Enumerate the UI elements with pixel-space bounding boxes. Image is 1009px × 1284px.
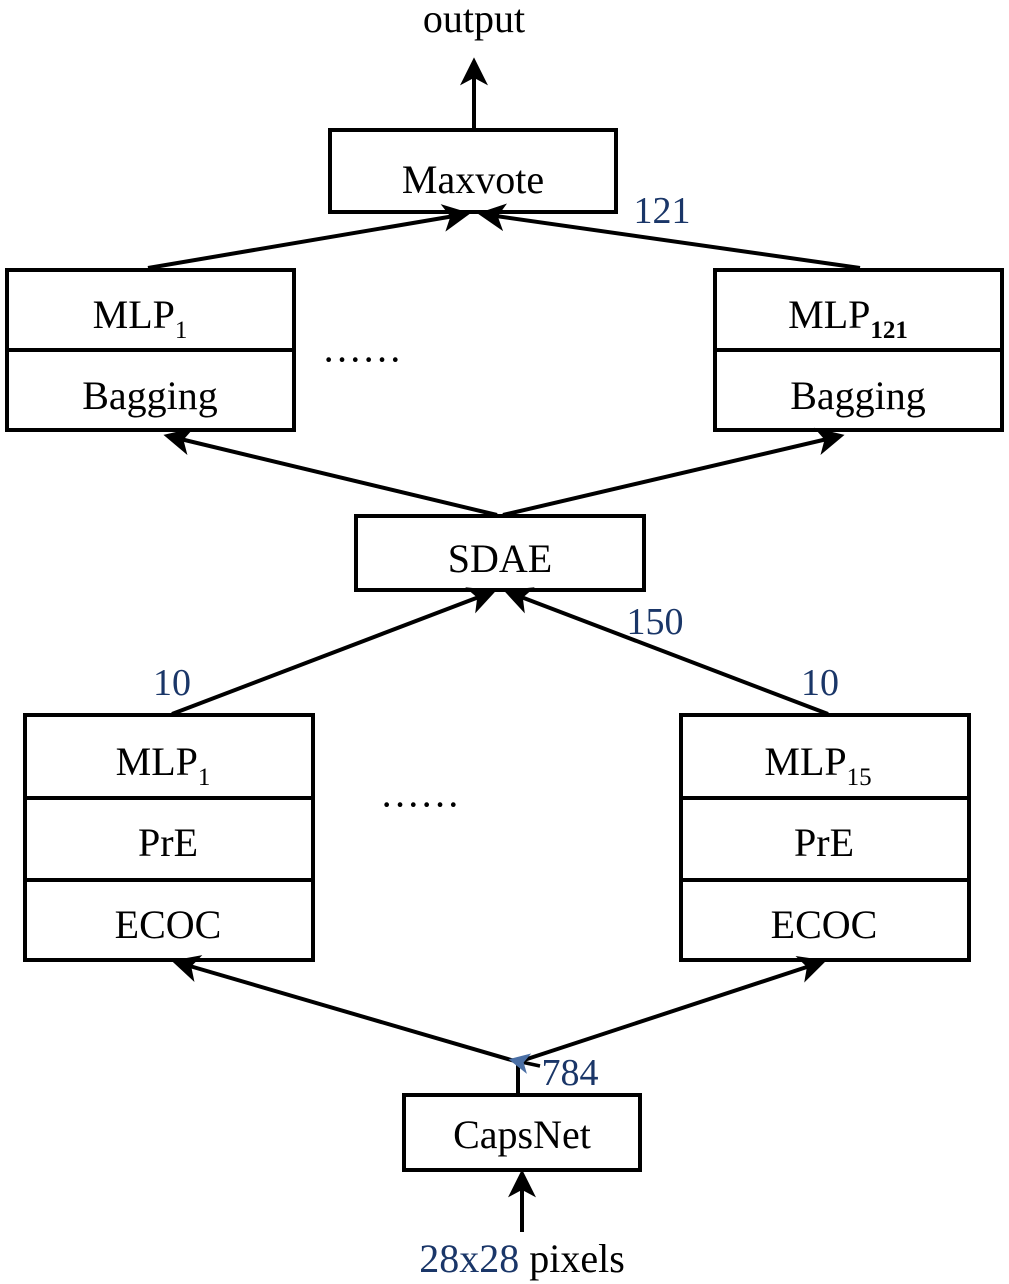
capsnet-label: CapsNet — [453, 1112, 591, 1157]
sdae-label: SDAE — [448, 536, 552, 581]
edge-sdae-to-mlp121bag — [502, 427, 845, 517]
ellipsis-lower: ······ — [380, 782, 460, 827]
mlp15-pre-ecoc-box[interactable]: MLP15 PrE ECOC — [679, 713, 971, 962]
mlp1-pre-row2: PrE — [138, 820, 198, 865]
edge-label-150: 150 — [627, 601, 684, 643]
edge-mlp121bag-to-maxvote — [477, 203, 861, 270]
edge-label-121: 121 — [634, 190, 691, 232]
edge-label-784: 784 — [542, 1052, 599, 1094]
capsnet-box-rect — [402, 1093, 642, 1172]
sdae-box-rect — [354, 514, 646, 592]
edge-capsnet-to-mlp15pre — [517, 955, 827, 1064]
edge-mlp1bag-to-maxvote — [147, 204, 471, 270]
mlp1-pre-row3: ECOC — [115, 902, 222, 947]
mlp-pre-to-sdae-edges — [171, 587, 829, 716]
bagging-to-maxvote-edges — [147, 203, 861, 270]
sdae-to-bagging-edges — [163, 427, 845, 517]
mlp1-pre-ecoc-box[interactable]: MLP1 PrE ECOC — [23, 713, 315, 962]
maxvote-box-rect — [328, 128, 618, 214]
mlp1-pre-title: MLP1 — [116, 739, 211, 791]
mlp1-bagging-box[interactable]: MLP1 Bagging — [5, 268, 296, 432]
edge-capsnet-blue-tick — [508, 1053, 541, 1074]
capsnet-to-mlp-edges — [171, 955, 827, 1094]
edge-label-10-right: 10 — [801, 662, 839, 704]
edge-capsnet-to-mlp1pre — [171, 955, 519, 1064]
output-label: output — [423, 0, 525, 41]
mlp1-bagging-row2: Bagging — [82, 373, 218, 418]
mlp1-bagging-title: MLP1 — [93, 292, 188, 344]
maxvote-box[interactable]: Maxvote — [328, 128, 618, 214]
edge-sdae-to-mlp1bag — [163, 427, 498, 517]
edge-label-10-left: 10 — [153, 662, 191, 704]
ellipsis-upper: ······ — [322, 337, 402, 382]
mlp1-pre-ecoc-box-rect — [23, 713, 315, 962]
mlp121-bagging-row2: Bagging — [790, 373, 926, 418]
sdae-box[interactable]: SDAE — [354, 514, 646, 592]
mlp15-pre-row2: PrE — [794, 820, 854, 865]
edge-mlp15pre-to-sdae — [503, 587, 829, 716]
edge-mlp1pre-to-sdae — [171, 587, 497, 716]
mlp15-pre-title: MLP15 — [764, 739, 871, 791]
capsnet-box[interactable]: CapsNet — [402, 1093, 642, 1172]
maxvote-label: Maxvote — [402, 157, 544, 202]
mlp15-pre-row3: ECOC — [771, 902, 878, 947]
input-size-label: 28x28 pixels — [419, 1236, 625, 1281]
mlp121-bagging-box[interactable]: MLP121 Bagging — [713, 268, 1004, 432]
mlp121-bagging-title: MLP121 — [788, 292, 908, 344]
